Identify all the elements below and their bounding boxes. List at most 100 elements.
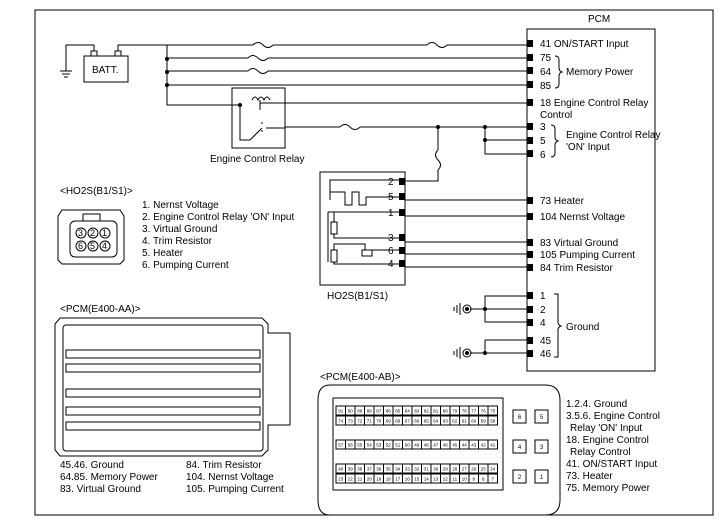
pcm-pin-105: 105 Pumping Current bbox=[540, 250, 635, 261]
pcm-ab-legend-item: Relay 'ON' Input bbox=[570, 423, 642, 434]
trim-resistor-icon bbox=[361, 249, 373, 257]
pcm-ab-right-cell bbox=[534, 409, 549, 424]
pcm-ab-cell-label: 84 bbox=[405, 409, 411, 414]
ho2s-label: HO2S(B1/S1) bbox=[327, 291, 388, 302]
ho2s-cell: 6 bbox=[78, 241, 83, 251]
pcm-ab-cell-label: 89 bbox=[357, 409, 363, 414]
memory-power-brace bbox=[554, 55, 564, 89]
pcm-aa-legend-item: 105. Pumping Current bbox=[186, 484, 284, 495]
pcm-ab-cell-label: 77 bbox=[471, 409, 477, 414]
pcm-ab-cell-label: 51 bbox=[395, 443, 401, 448]
pcm-ab-cell-label: 49 bbox=[414, 443, 420, 448]
pcm-aa-legend-item: 64.85. Memory Power bbox=[60, 472, 158, 483]
pcm-ab-cell-label: 62 bbox=[452, 419, 458, 424]
pcm-ab-legend-item: Relay Control bbox=[570, 447, 631, 458]
pcm-ab-cell-label: 44 bbox=[462, 443, 468, 448]
pcm-ab-cell-label: 42 bbox=[481, 443, 487, 448]
pcm-pin-18: 18 Engine Control Relay bbox=[540, 98, 648, 109]
ecr-on-label-2: 'ON' Input bbox=[566, 142, 610, 153]
pcm-ab-cell-label: 91 bbox=[338, 409, 344, 414]
pcm-pin-73: 73 Heater bbox=[540, 196, 585, 207]
pcm-aa-legend-item: 83. Virtual Ground bbox=[60, 484, 141, 495]
ground-wires bbox=[453, 295, 527, 359]
pcm-pin-64: 64 bbox=[540, 67, 552, 78]
pcm-pin-41: 41 ON/START Input bbox=[540, 39, 629, 50]
battery-label: BATT. bbox=[92, 65, 118, 76]
pcm-ab-cell-label: 38 bbox=[357, 467, 363, 472]
pcm-ab-outline bbox=[317, 384, 561, 516]
relay-coil-icon bbox=[251, 96, 271, 102]
ho2s-cell: 3 bbox=[78, 228, 83, 238]
ho2s-connector-title: <HO2S(B1/S1)> bbox=[60, 186, 133, 197]
pcm-pin-18-cont: Control bbox=[540, 110, 572, 121]
pcm-ab-cell-label: 20 bbox=[367, 477, 373, 482]
pcm-ab-cell bbox=[487, 415, 498, 426]
pcm-ab-cell-label: 78 bbox=[462, 409, 468, 414]
pcm-ab-cell-label: 13 bbox=[433, 477, 439, 482]
pcm-ab-cell-label: 52 bbox=[386, 443, 392, 448]
pcm-ab-cell-label: 57 bbox=[338, 443, 344, 448]
pcm-ab-right-cell bbox=[512, 469, 527, 484]
pcm-ab-cell-label: 45 bbox=[452, 443, 458, 448]
fuse-icon bbox=[426, 42, 448, 48]
pcm-ab-cell-label: 69 bbox=[386, 419, 392, 424]
ground-icon bbox=[453, 303, 461, 315]
ho2s-legend-item: 3. Virtual Ground bbox=[142, 224, 217, 235]
pcm-ab-right-cell bbox=[512, 439, 527, 454]
pcm-ab-right-cell-label: 1 bbox=[540, 475, 544, 481]
pcm-ab-cell bbox=[487, 405, 498, 416]
ho2s-pin-2: 2 bbox=[388, 177, 394, 188]
pcm-ab-cell-label: 28 bbox=[452, 467, 458, 472]
pcm-pin-75: 75 bbox=[540, 53, 552, 64]
pcm-ab-cell-label: 10 bbox=[462, 477, 468, 482]
pcm-ab-cell-label: 43 bbox=[471, 443, 477, 448]
pcm-ab-cell-label: 85 bbox=[395, 409, 401, 414]
pcm-pin-104: 104 Nernst Voltage bbox=[540, 212, 625, 223]
ho2s-cell: 5 bbox=[90, 241, 95, 251]
pcm-ab-cell-label: 83 bbox=[414, 409, 420, 414]
pcm-ab-cell-label: 26 bbox=[471, 467, 477, 472]
pcm-ab-cell bbox=[487, 439, 498, 450]
ho2s-legend-item: 2. Engine Control Relay 'ON' Input bbox=[142, 212, 294, 223]
pcm-ab-cell-label: 21 bbox=[357, 477, 363, 482]
pcm-ab-legend-item: 73. Heater bbox=[566, 471, 613, 482]
pcm-ab-legend-item: 3.5.6. Engine Control bbox=[566, 411, 660, 422]
pcm-ab-right-cell-label: 4 bbox=[518, 445, 522, 451]
pcm-ab-cell-label: 50 bbox=[405, 443, 411, 448]
pcm-ab-cell-label: 32 bbox=[414, 467, 420, 472]
pcm-aa-connector: <PCM(E400-AA)> 45.46. Ground 64.85. Memo… bbox=[54, 304, 291, 495]
pcm-ab-right-cell bbox=[534, 439, 549, 454]
engine-control-relay: Engine Control Relay bbox=[210, 87, 305, 165]
pcm-ab-cell-label: 17 bbox=[395, 477, 401, 482]
ground-brace bbox=[554, 293, 563, 358]
pcm-aa-outline bbox=[54, 317, 291, 457]
ground-label: Ground bbox=[566, 322, 599, 333]
pcm-pin-g45: 45 bbox=[540, 336, 552, 347]
pcm-ab-cell-label: 48 bbox=[424, 443, 430, 448]
relay-label: Engine Control Relay bbox=[210, 154, 305, 165]
pcm-ab-cell-label: 34 bbox=[395, 467, 401, 472]
pcm-ab-cell-label: 25 bbox=[481, 467, 487, 472]
pcm-pin-g46: 46 bbox=[540, 349, 552, 360]
pcm-ab-cell-label: 53 bbox=[376, 443, 382, 448]
pcm-aa-legend-item: 45.46. Ground bbox=[60, 460, 124, 471]
pcm-ab-cell-label: 88 bbox=[367, 409, 373, 414]
pcm-ab-cell-label: 30 bbox=[433, 467, 439, 472]
fuse-icon bbox=[435, 149, 441, 171]
pcm-ab-cell-label: 24 bbox=[490, 467, 496, 472]
pcm-ab-cell-label: 61 bbox=[462, 419, 468, 424]
pcm-ab-cell-label: 33 bbox=[405, 467, 411, 472]
ho2s-legend: 1. Nernst Voltage 2. Engine Control Rela… bbox=[142, 200, 294, 271]
pcm-aa-legend: 45.46. Ground 64.85. Memory Power 83. Vi… bbox=[60, 460, 284, 495]
pcm-ab-legend-item: 18. Engine Control bbox=[566, 435, 649, 446]
pcm-ab-cell-label: 67 bbox=[405, 419, 411, 424]
pcm-ab-cell-label: 73 bbox=[348, 419, 354, 424]
ho2s-legend-item: 1. Nernst Voltage bbox=[142, 200, 219, 211]
ho2s-legend-item: 4. Trim Resistor bbox=[142, 236, 213, 247]
pcm-ab-cell-label: 86 bbox=[386, 409, 392, 414]
ho2s-cell: 4 bbox=[102, 241, 107, 251]
pcm-ab-cell-label: 15 bbox=[414, 477, 420, 482]
pcm-ab-cell-label: 47 bbox=[433, 443, 439, 448]
pcm-ab-cell-label: 81 bbox=[433, 409, 439, 414]
pcm-ab-cell-label: 54 bbox=[367, 443, 373, 448]
